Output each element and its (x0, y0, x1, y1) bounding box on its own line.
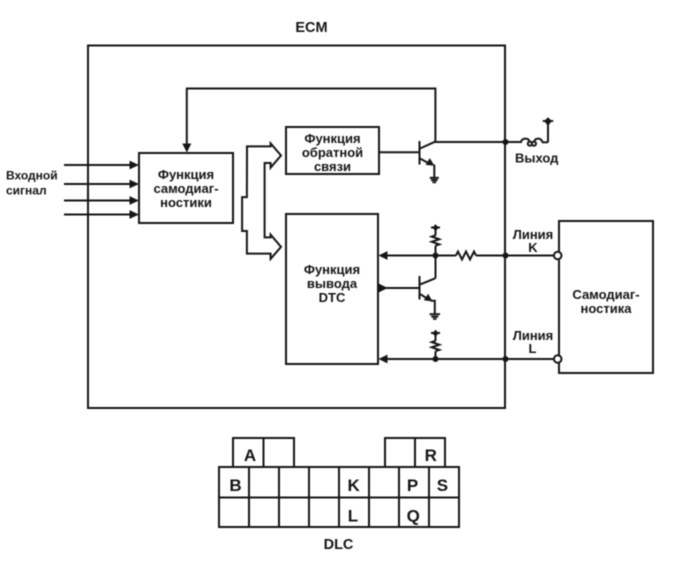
svg-text:Линия: Линия (513, 227, 554, 242)
svg-text:ECM: ECM (295, 20, 327, 36)
svg-text:DTC: DTC (319, 290, 346, 305)
svg-text:Самодиаг-: Самодиаг- (572, 287, 639, 302)
svg-text:вывода: вывода (307, 276, 358, 291)
svg-text:Линия: Линия (513, 328, 554, 343)
svg-text:Функция: Функция (158, 167, 214, 182)
svg-text:Функция: Функция (304, 262, 360, 277)
svg-text:самодиаг-: самодиаг- (153, 181, 218, 196)
svg-text:обратной: обратной (302, 145, 363, 160)
svg-text:L: L (529, 341, 537, 356)
svg-text:ностика: ностика (581, 301, 633, 316)
svg-text:B: B (229, 476, 241, 495)
svg-text:Входной: Входной (6, 169, 58, 183)
svg-text:L: L (348, 506, 358, 525)
svg-text:сигнал: сигнал (6, 184, 47, 198)
svg-text:K: K (347, 476, 360, 495)
svg-text:ностики: ностики (160, 195, 212, 210)
svg-text:K: K (528, 240, 538, 255)
svg-text:Q: Q (407, 506, 420, 525)
svg-text:S: S (437, 476, 448, 495)
svg-text:P: P (407, 476, 418, 495)
svg-text:R: R (425, 446, 437, 465)
svg-text:Функция: Функция (304, 131, 360, 146)
svg-text:связи: связи (314, 159, 351, 174)
svg-text:A: A (244, 446, 256, 465)
svg-text:DLC: DLC (324, 537, 354, 553)
svg-text:Выход: Выход (515, 151, 559, 166)
